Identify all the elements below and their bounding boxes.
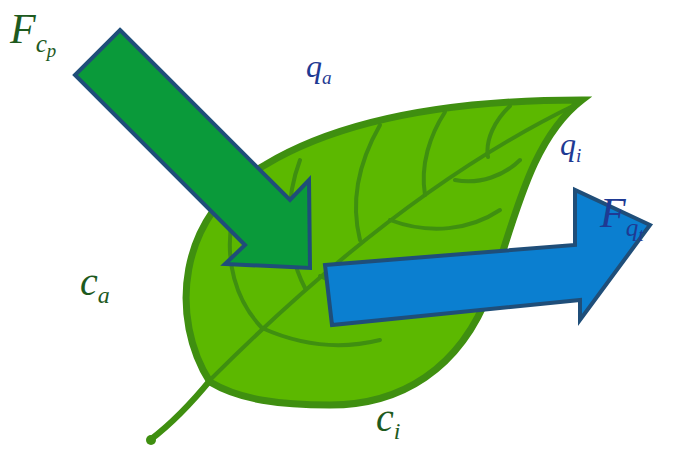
concentration-label: ca (80, 262, 110, 302)
humidity-label: qa (306, 50, 332, 82)
outflow-arrow (325, 190, 650, 325)
flux-label: Fcp (10, 8, 56, 50)
humidity-label: qi (560, 128, 581, 160)
concentration-label: ci (376, 398, 400, 438)
inflow-arrow (75, 30, 310, 268)
leaf-stem (150, 378, 212, 440)
stem-tip (146, 435, 156, 445)
flux-label: Fqt (600, 192, 644, 234)
